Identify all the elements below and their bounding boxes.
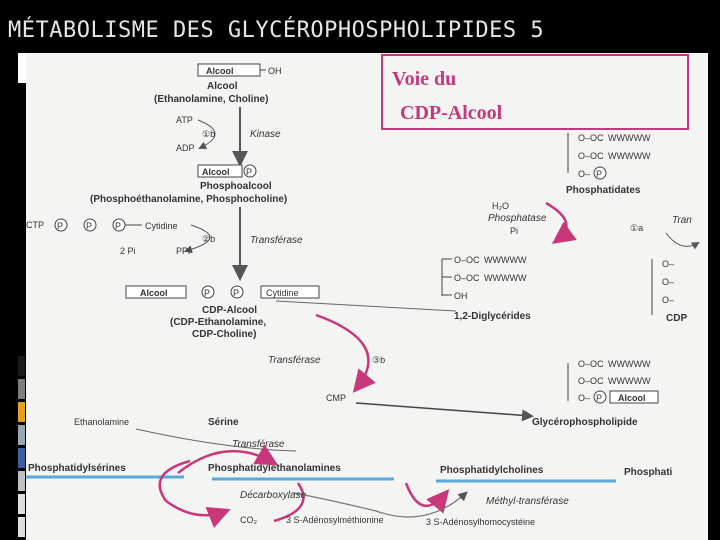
pi2-label: 2 Pi (120, 246, 136, 256)
sam-label: 3 S-Adénosylméthionine (286, 515, 384, 525)
pathway-diagram: Voie du CDP-Alcool Alcool OH Alcool (Eth… (26, 54, 700, 528)
pink-arrow-phosphatase (545, 201, 577, 244)
pink-arrow-methyl (404, 482, 450, 514)
methyl-transferase-label: Méthyl-transférase (486, 496, 569, 507)
step-1a-label: ①a (630, 223, 643, 233)
sidebar-color-swatch (18, 448, 25, 468)
pink-arrow-cdp-to-cmp (315, 313, 376, 393)
alcool-subtitle: (Ethanolamine, Choline) (154, 94, 268, 105)
fatty-acid-wave: WWWWW (608, 359, 651, 369)
h2o-label: H₂O (492, 201, 509, 211)
cytidine-label: Cytidine (145, 221, 178, 231)
phosphate-icon: P (86, 221, 92, 231)
phosphate-icon: P (204, 288, 210, 298)
phosphate-icon: P (57, 221, 63, 231)
fatty-acid-wave: WWWWW (608, 133, 651, 143)
phosphoalcool-title: Phosphoalcool (200, 181, 272, 192)
o-group: O– (662, 277, 674, 287)
cmp-label: CMP (326, 393, 346, 403)
phosphate-icon: P (596, 393, 602, 403)
sidebar-color-swatch (18, 425, 25, 445)
cdp-alcool-subtitle-2: CDP-Choline) (192, 329, 256, 340)
transferase-label: Transférase (250, 235, 303, 246)
cytidine-box-label: Cytidine (266, 288, 299, 298)
o-group: O– (578, 393, 590, 403)
oh-label: OH (268, 66, 282, 76)
kinase-label: Kinase (250, 129, 281, 140)
phosphatase-label: Phosphatase (488, 213, 547, 224)
phosphati-cut-label: Phosphati (624, 467, 673, 478)
callout-line1: Voie du (392, 68, 456, 90)
arrow-to-glycerophospholipide (355, 402, 534, 422)
phosphatidylserines-label: Phosphatidylsérines (28, 463, 126, 474)
cdp-alcool-title: CDP-Alcool (202, 305, 257, 316)
step-2b-label: ②b (202, 234, 215, 244)
decarboxylase-label: Décarboxylase (240, 490, 307, 501)
oc-chain: O–OC (454, 273, 480, 283)
sah-label: 3 S-Adénosylhomocystéine (426, 517, 535, 527)
oc-chain: O–OC (578, 133, 604, 143)
transferase-cut-label: Tran (672, 215, 692, 226)
transferase-3b-label: Transférase (268, 355, 321, 366)
step-3b-label: ③b (372, 355, 385, 365)
ethanolamine-label: Ethanolamine (74, 417, 129, 427)
sidebar-color-strip (18, 356, 25, 540)
phosphatidylcholines-label: Phosphatidylcholines (440, 465, 544, 476)
step-1b-label: ①b (202, 129, 215, 139)
phosphate-icon: P (596, 169, 602, 179)
alcool-title: Alcool (207, 81, 238, 92)
oc-chain: O–OC (578, 359, 604, 369)
diglycerides-label: 1,2-Diglycérides (454, 311, 531, 322)
serine-label: Sérine (208, 417, 239, 428)
co2-label: CO₂ (240, 515, 258, 525)
fatty-acid-wave: WWWWW (608, 151, 651, 161)
cdp-alcool-subtitle-1: (CDP-Ethanolamine, (170, 317, 266, 328)
diagram-sheet: Voie du CDP-Alcool Alcool OH Alcool (Eth… (26, 53, 708, 540)
sidebar-color-swatch (18, 471, 25, 491)
o-group: O– (662, 259, 674, 269)
atp-label: ATP (176, 115, 193, 125)
pink-arrow-decarboxylase (273, 482, 305, 523)
sidebar-color-swatch (18, 494, 25, 514)
oc-chain: O–OC (578, 151, 604, 161)
fatty-acid-wave: WWWWW (484, 255, 527, 265)
phosphatidylethanolamines-label: Phosphatidyléthanolamines (208, 463, 341, 474)
cdp-alcool-box (125, 285, 187, 299)
o-group: O– (578, 169, 590, 179)
sidebar-color-swatch (18, 402, 25, 422)
phosphate-icon: P (233, 288, 239, 298)
phosphatidates-label: Phosphatidates (566, 185, 641, 196)
alcool-p-box-label: Alcool (202, 167, 230, 177)
slide-title: MÉTABOLISME DES GLYCÉROPHOSPHOLIPIDES 5 (8, 18, 545, 43)
title-marker-bar (18, 53, 27, 83)
sidebar-color-swatch (18, 356, 25, 376)
alcool-p-box (197, 164, 243, 178)
phosphoalcool-subtitle: (Phosphoéthanolamine, Phosphocholine) (90, 194, 287, 205)
callout-box (381, 54, 689, 130)
phosphate-icon: P (246, 167, 252, 177)
sidebar-color-swatch (18, 517, 25, 537)
pink-arrow-cycle-left (158, 459, 191, 502)
o-group: O– (662, 295, 674, 305)
glycerophospholipide-label: Glycérophospholipide (532, 417, 638, 428)
oc-chain: O–OC (454, 255, 480, 265)
cdp-cut-label: CDP (666, 313, 687, 324)
callout-line2: CDP-Alcool (400, 102, 503, 124)
oh-group: OH (454, 291, 468, 301)
arrow-cdp-to-diglyceride (275, 300, 457, 312)
adp-label: ADP (176, 143, 195, 153)
fatty-acid-wave: WWWWW (608, 376, 651, 386)
oc-chain: O–OC (578, 376, 604, 386)
pink-arrow-cycle-top (177, 444, 279, 474)
glycero-alcool-box-label: Alcool (618, 393, 646, 403)
phosphate-icon: P (115, 221, 121, 231)
sidebar-color-swatch (18, 379, 25, 399)
pi-label: Pi (510, 226, 518, 236)
fatty-acid-wave: WWWWW (484, 273, 527, 283)
ppi-label: PPi (176, 246, 190, 256)
ctp-label: CTP (26, 220, 44, 230)
cdp-alcool-box-label: Alcool (140, 288, 168, 298)
alcool-box-label: Alcool (206, 66, 234, 76)
